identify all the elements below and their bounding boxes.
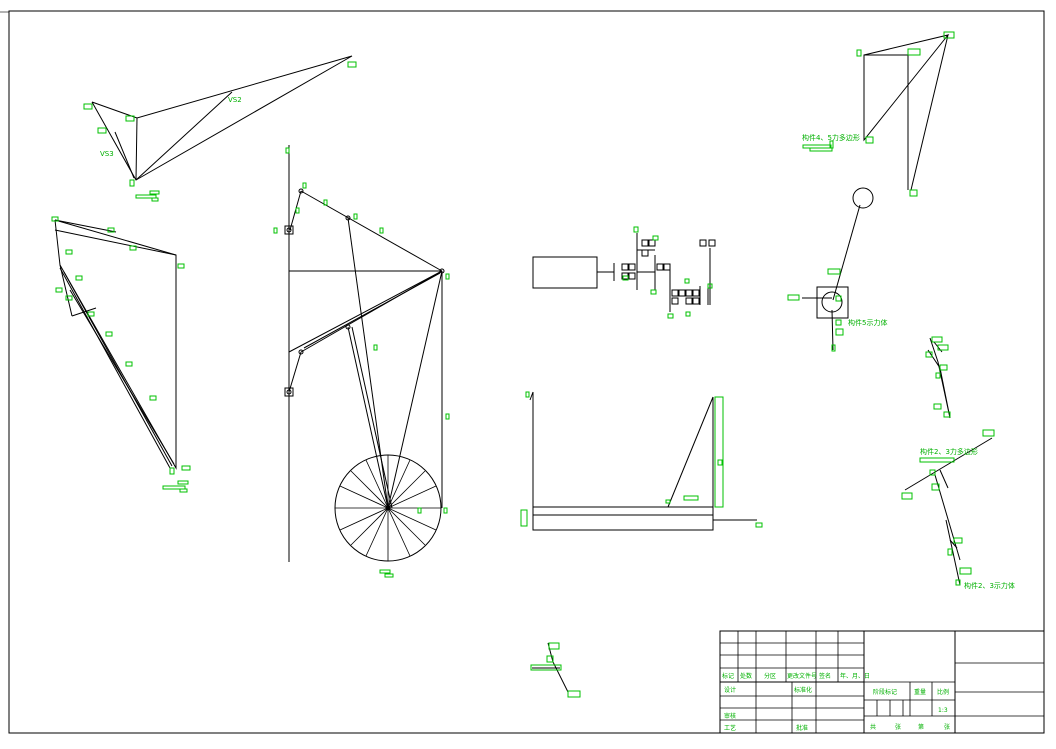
- title-block-review: 审核: [724, 712, 736, 720]
- caption-link45-force-polygon: 构件4、5力多边形: [802, 133, 860, 142]
- caption-link23-free-body: 构件2、3示力体: [964, 581, 1015, 590]
- caption-link23-force-polygon: 构件2、3力多边形: [920, 447, 978, 456]
- cam-diagram: [520, 391, 763, 531]
- title-block-zone: 分区: [764, 672, 776, 680]
- link45-force-polygon: 构件4、5力多边形: [802, 31, 955, 197]
- link23-free-body: 构件2、3示力体: [945, 519, 1015, 590]
- link23-force-polygon: 构件2、3力多边形: [901, 429, 995, 561]
- title-block-weight: 重量: [914, 688, 926, 696]
- title-block-stage-mark: 阶段标记: [873, 688, 897, 696]
- title-block-standardization: 标准化: [794, 686, 812, 694]
- gear-train-diagram: [532, 226, 716, 319]
- force-sketch-bottom: [530, 642, 581, 698]
- title-block: 标记 处数 分区 更改文件号 签名 年、月、日 设计 标准化 审核 工艺 批准 …: [719, 630, 1045, 734]
- caption-link5-free-body: 构件5示力体: [848, 318, 887, 327]
- title-block-date: 年、月、日: [840, 672, 870, 680]
- title-block-sheets-unit1: 张: [895, 723, 901, 731]
- title-block-sheets-unit2: 张: [944, 723, 950, 731]
- mechanism-diagram: [273, 145, 450, 578]
- title-block-design: 设计: [724, 686, 736, 694]
- title-block-count: 处数: [740, 672, 752, 680]
- sheet-border: [8, 10, 1045, 734]
- title-block-approve: 批准: [796, 724, 808, 732]
- title-block-craft: 工艺: [724, 724, 736, 732]
- title-block-scale-label: 比例: [937, 688, 949, 696]
- title-block-scale-value: 1:3: [938, 707, 948, 714]
- title-block-sheet-no: 第: [918, 723, 924, 731]
- title-block-change-doc: 更改文件号: [787, 672, 817, 680]
- vs3-label: VS3: [100, 150, 114, 158]
- vs2-label: VS2: [228, 96, 242, 104]
- title-block-signature: 签名: [819, 672, 831, 680]
- force-sketch-right: [925, 336, 951, 419]
- title-block-mark: 标记: [722, 672, 734, 680]
- title-block-sheets-total: 共: [870, 723, 876, 731]
- velocity-polygon: VS2 VS3: [83, 55, 357, 202]
- link5-free-body: 构件5示力体: [787, 187, 887, 352]
- acceleration-polygon: [51, 216, 191, 493]
